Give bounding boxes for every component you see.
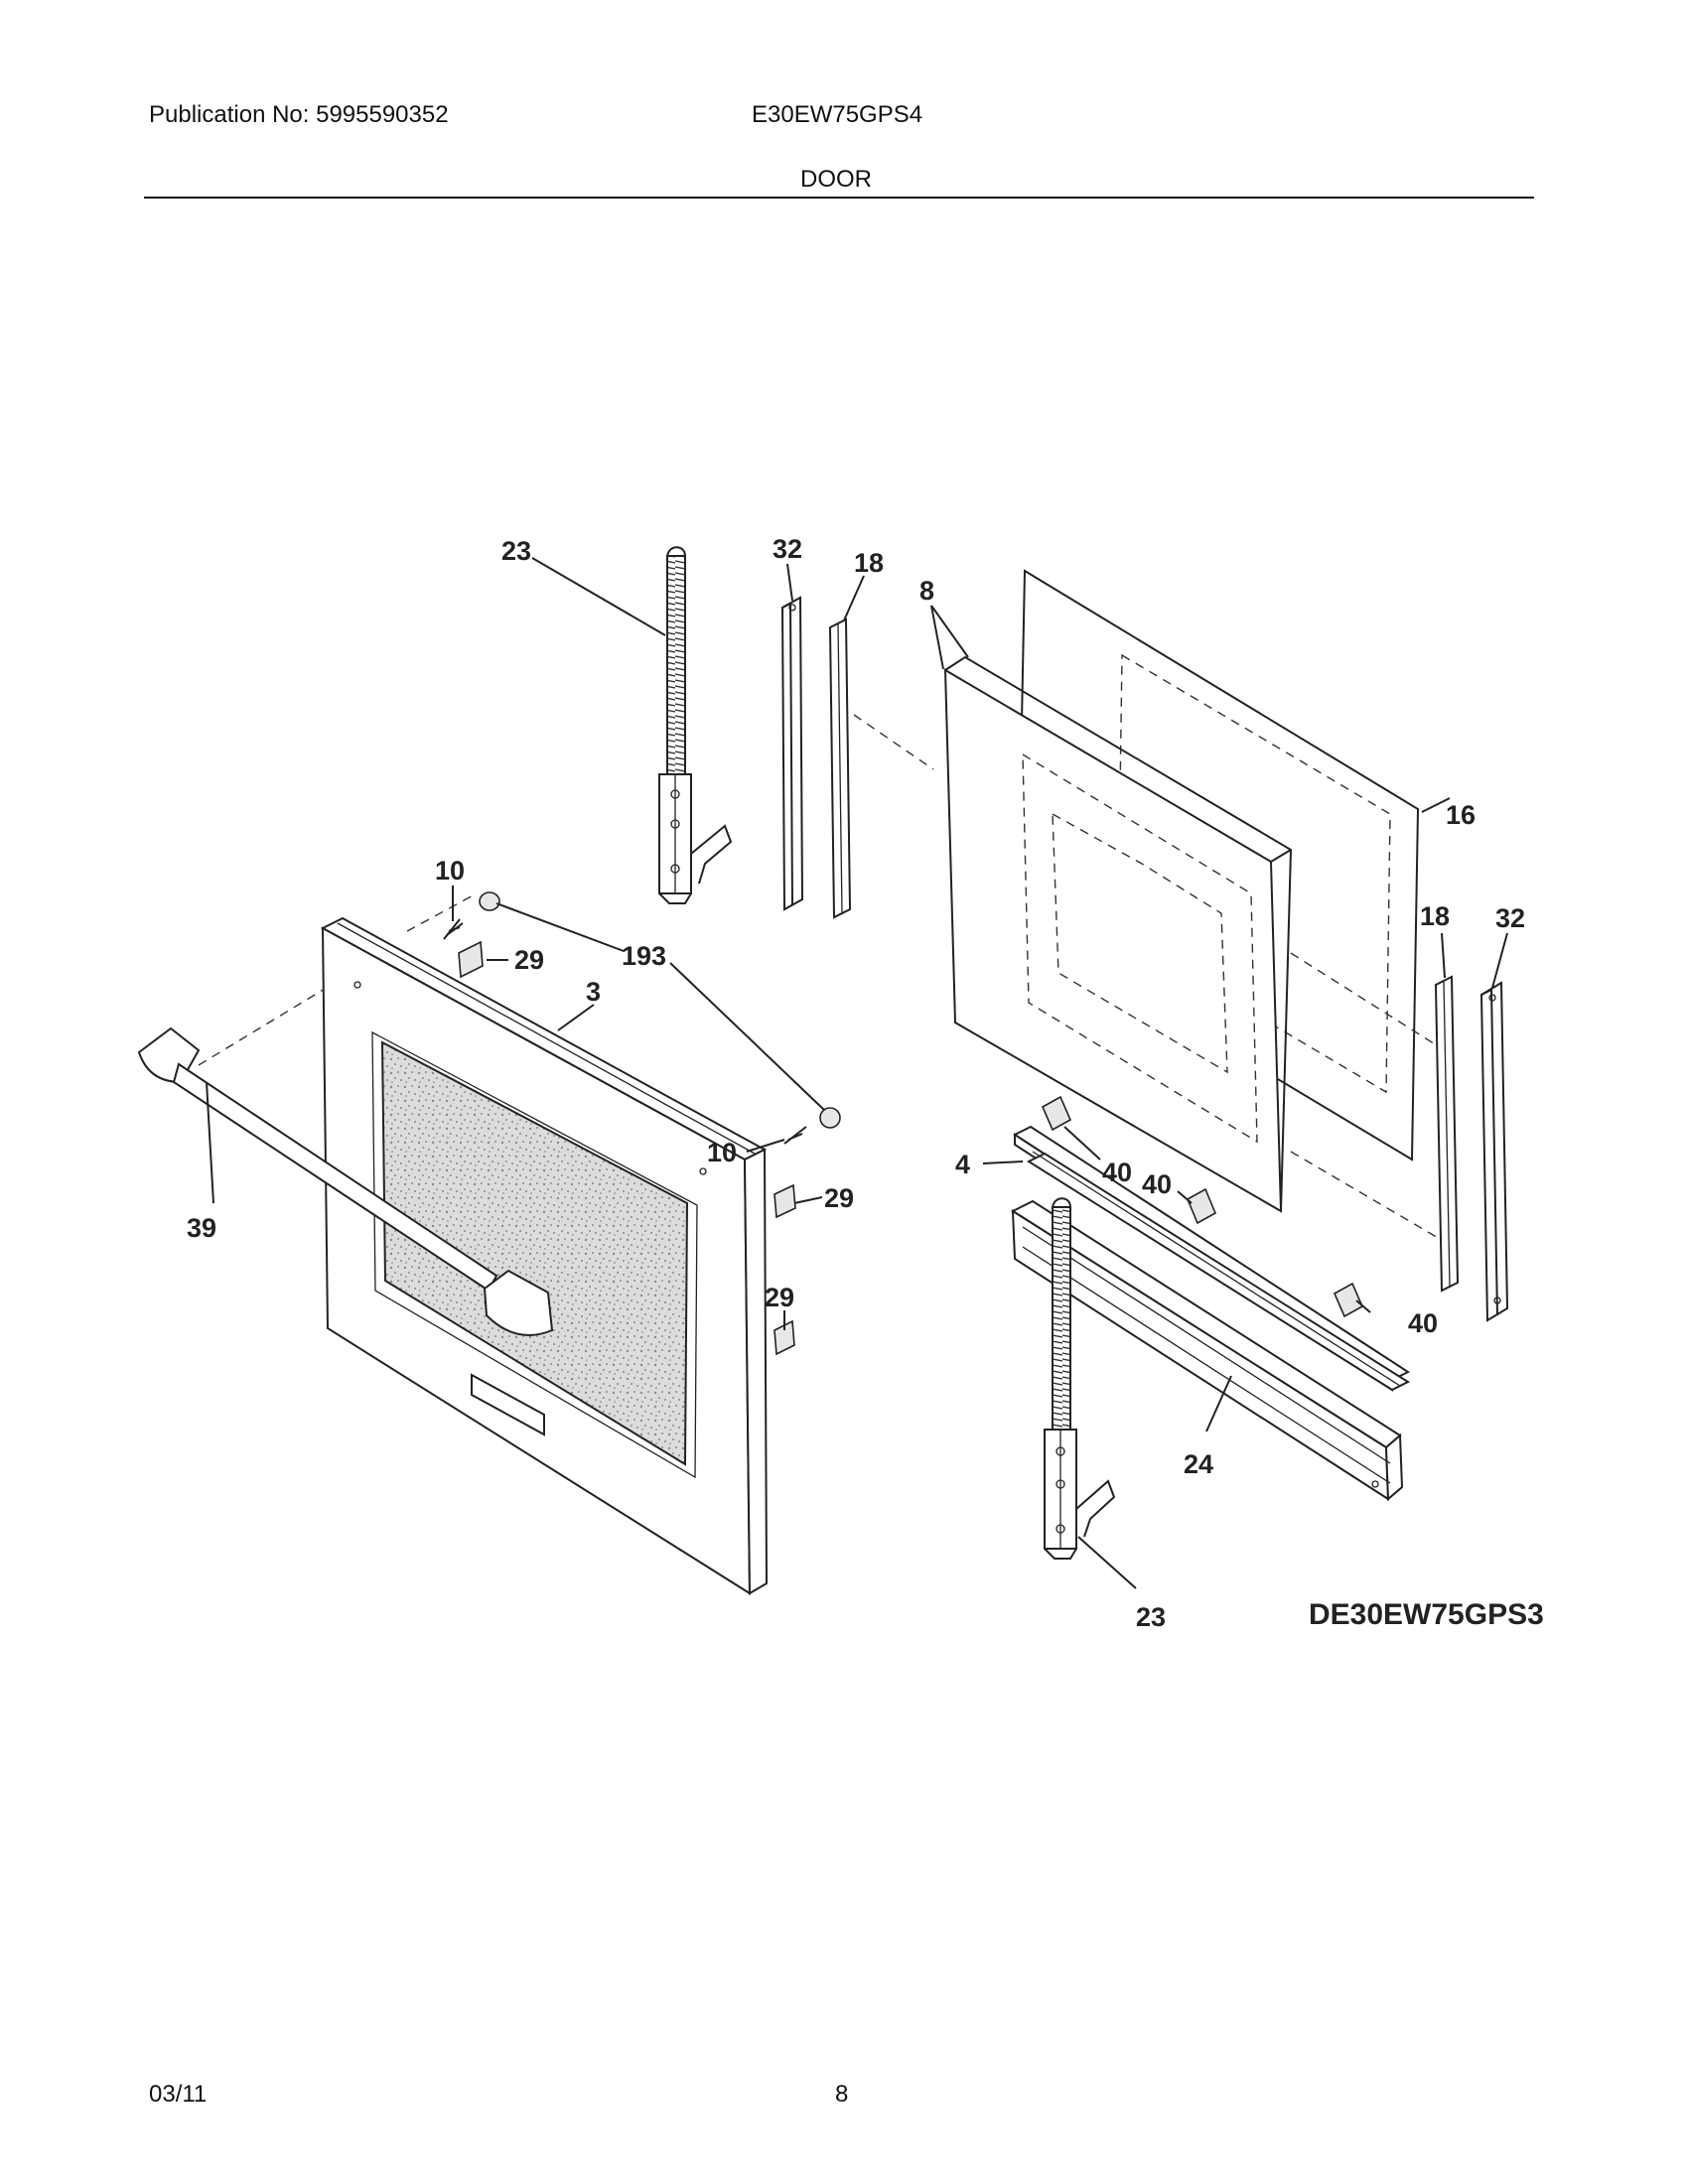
door-handle	[137, 1026, 554, 1336]
pad-29-low	[774, 1319, 795, 1356]
gasket-right-18	[1434, 975, 1460, 1293]
drawing-code: DE30EW75GPS3	[1309, 1598, 1544, 1631]
gasket-left-18	[828, 617, 852, 919]
channel-left-32	[780, 596, 804, 911]
callout-29-mid: 29	[824, 1183, 854, 1213]
pad-29-mid	[774, 1183, 796, 1219]
channel-right-32	[1479, 981, 1509, 1322]
screw-top-10	[443, 918, 464, 940]
callout-40-b: 40	[1142, 1169, 1172, 1199]
clip-40-c	[1333, 1282, 1364, 1318]
header-rule	[144, 197, 1534, 199]
clip-40-b	[1186, 1187, 1217, 1225]
trim-24	[1010, 1199, 1404, 1502]
callout-16: 16	[1446, 800, 1476, 830]
publication-number: Publication No: 5995590352	[149, 101, 449, 128]
model-number: E30EW75GPS4	[752, 101, 923, 128]
callout-10-mid: 10	[707, 1138, 737, 1167]
callout-23-bottom: 23	[1136, 1602, 1166, 1632]
bracket-4	[1012, 1125, 1411, 1392]
hinge-bottom	[1044, 1197, 1116, 1560]
callout-29-top: 29	[514, 945, 544, 975]
section-title: DOOR	[800, 166, 872, 193]
screw-mid-10	[783, 1126, 807, 1145]
callout-8: 8	[919, 576, 934, 606]
callout-10-top: 10	[435, 856, 465, 886]
hinge-top	[658, 546, 733, 904]
callout-23-top: 23	[501, 536, 531, 566]
callout-3: 3	[586, 977, 601, 1007]
callout-18-right: 18	[1420, 901, 1450, 931]
callout-29-low: 29	[765, 1283, 794, 1312]
glass-panel-8	[943, 655, 1293, 1213]
callout-18-left: 18	[854, 548, 884, 578]
callout-32-right: 32	[1495, 903, 1525, 933]
callout-193: 193	[622, 941, 666, 971]
callouts: 23 32 18 8 16 18 32 10 193 29 3 10 39 29…	[187, 534, 1544, 1632]
callout-4: 4	[955, 1150, 970, 1179]
footer-date: 03/11	[149, 2081, 208, 2108]
pad-29-top	[458, 940, 484, 979]
footer-page-number: 8	[835, 2081, 849, 2108]
bumper-mid-193	[819, 1107, 841, 1129]
callout-40-a: 40	[1102, 1158, 1132, 1187]
clip-40-a	[1041, 1095, 1072, 1132]
callout-24: 24	[1184, 1449, 1213, 1479]
callout-32-left: 32	[773, 534, 802, 564]
callout-40-c: 40	[1408, 1308, 1438, 1338]
leader-lines	[206, 557, 1508, 1589]
callout-39: 39	[187, 1213, 216, 1243]
bumper-top-193	[479, 891, 500, 911]
outer-door-panel	[320, 916, 769, 1595]
